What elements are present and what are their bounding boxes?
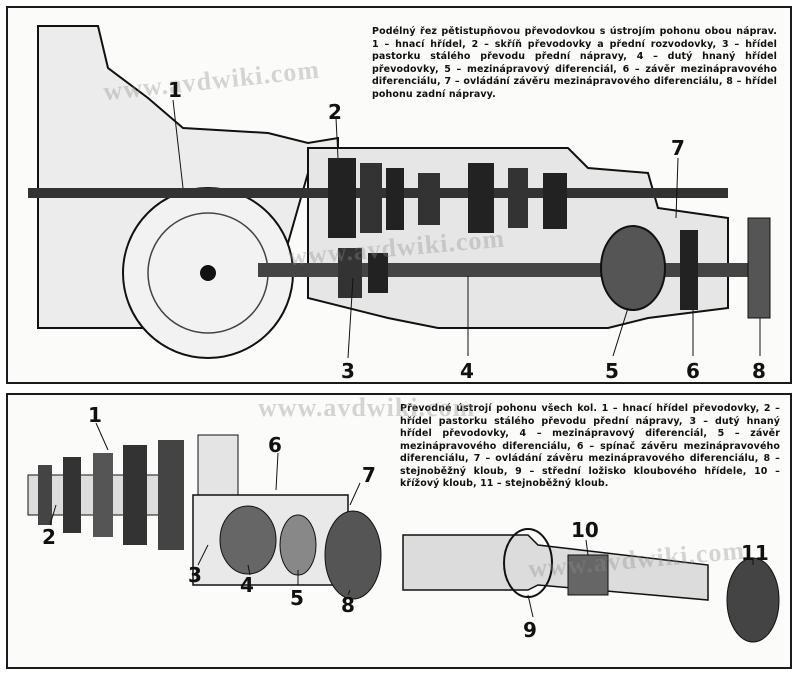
callout-top-4: 4 [460,359,474,383]
bottom-figure-panel: Převodné ústrojí pohonu všech kol. 1 – h… [6,393,792,669]
watermark-bottom-1: www.avdwiki.com [258,393,476,422]
callout-bottom-10: 10 [571,518,599,542]
top-figure-panel: Podélný řez pětistupňovou převodovkou s … [6,6,792,384]
callout-bottom-9: 9 [523,618,537,642]
callout-top-8: 8 [752,359,766,383]
callout-top-2: 2 [328,100,342,124]
callout-bottom-1: 1 [88,403,102,427]
callout-top-7: 7 [671,136,685,160]
callout-bottom-8: 8 [341,593,355,617]
drivetrain-cutaway-drawing [27,422,780,643]
callout-top-6: 6 [686,359,700,383]
top-caption: Podélný řez pětistupňovou převodovkou s … [372,26,777,100]
callout-bottom-6: 6 [268,433,282,457]
callout-top-3: 3 [341,359,355,383]
callout-top-5: 5 [605,359,619,383]
callout-bottom-7: 7 [362,463,376,487]
callout-bottom-4: 4 [240,573,254,597]
gearbox-section-drawing [28,25,771,359]
callout-bottom-3: 3 [188,563,202,587]
callout-bottom-2: 2 [42,525,56,549]
callout-top-1: 1 [168,78,182,102]
callout-bottom-11: 11 [741,541,769,565]
callout-bottom-5: 5 [290,586,304,610]
bottom-caption: Převodné ústrojí pohonu všech kol. 1 – h… [400,403,780,489]
